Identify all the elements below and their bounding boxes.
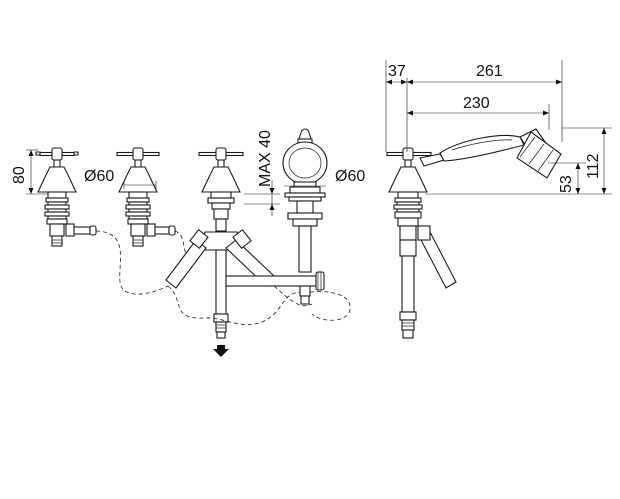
dim-width-37: 37 — [388, 63, 406, 80]
left-tap — [35, 147, 169, 295]
dim-height-112: 112 — [585, 153, 602, 179]
side-view — [386, 128, 562, 339]
dim-width-261: 261 — [476, 63, 503, 80]
middle-tap — [116, 147, 189, 259]
diverter-valve — [165, 147, 325, 357]
dim-max-40: MAX 40 — [257, 130, 274, 187]
dim-diameter-spout: Ø60 — [335, 168, 365, 185]
dim-height-80: 80 — [11, 166, 28, 184]
spout — [282, 128, 351, 321]
dim-diameter-left: Ø60 — [84, 168, 114, 185]
dim-height-53: 53 — [558, 175, 575, 193]
drain-arrow — [213, 345, 229, 357]
dimension-lines — [26, 60, 612, 216]
dim-width-230: 230 — [463, 95, 490, 112]
